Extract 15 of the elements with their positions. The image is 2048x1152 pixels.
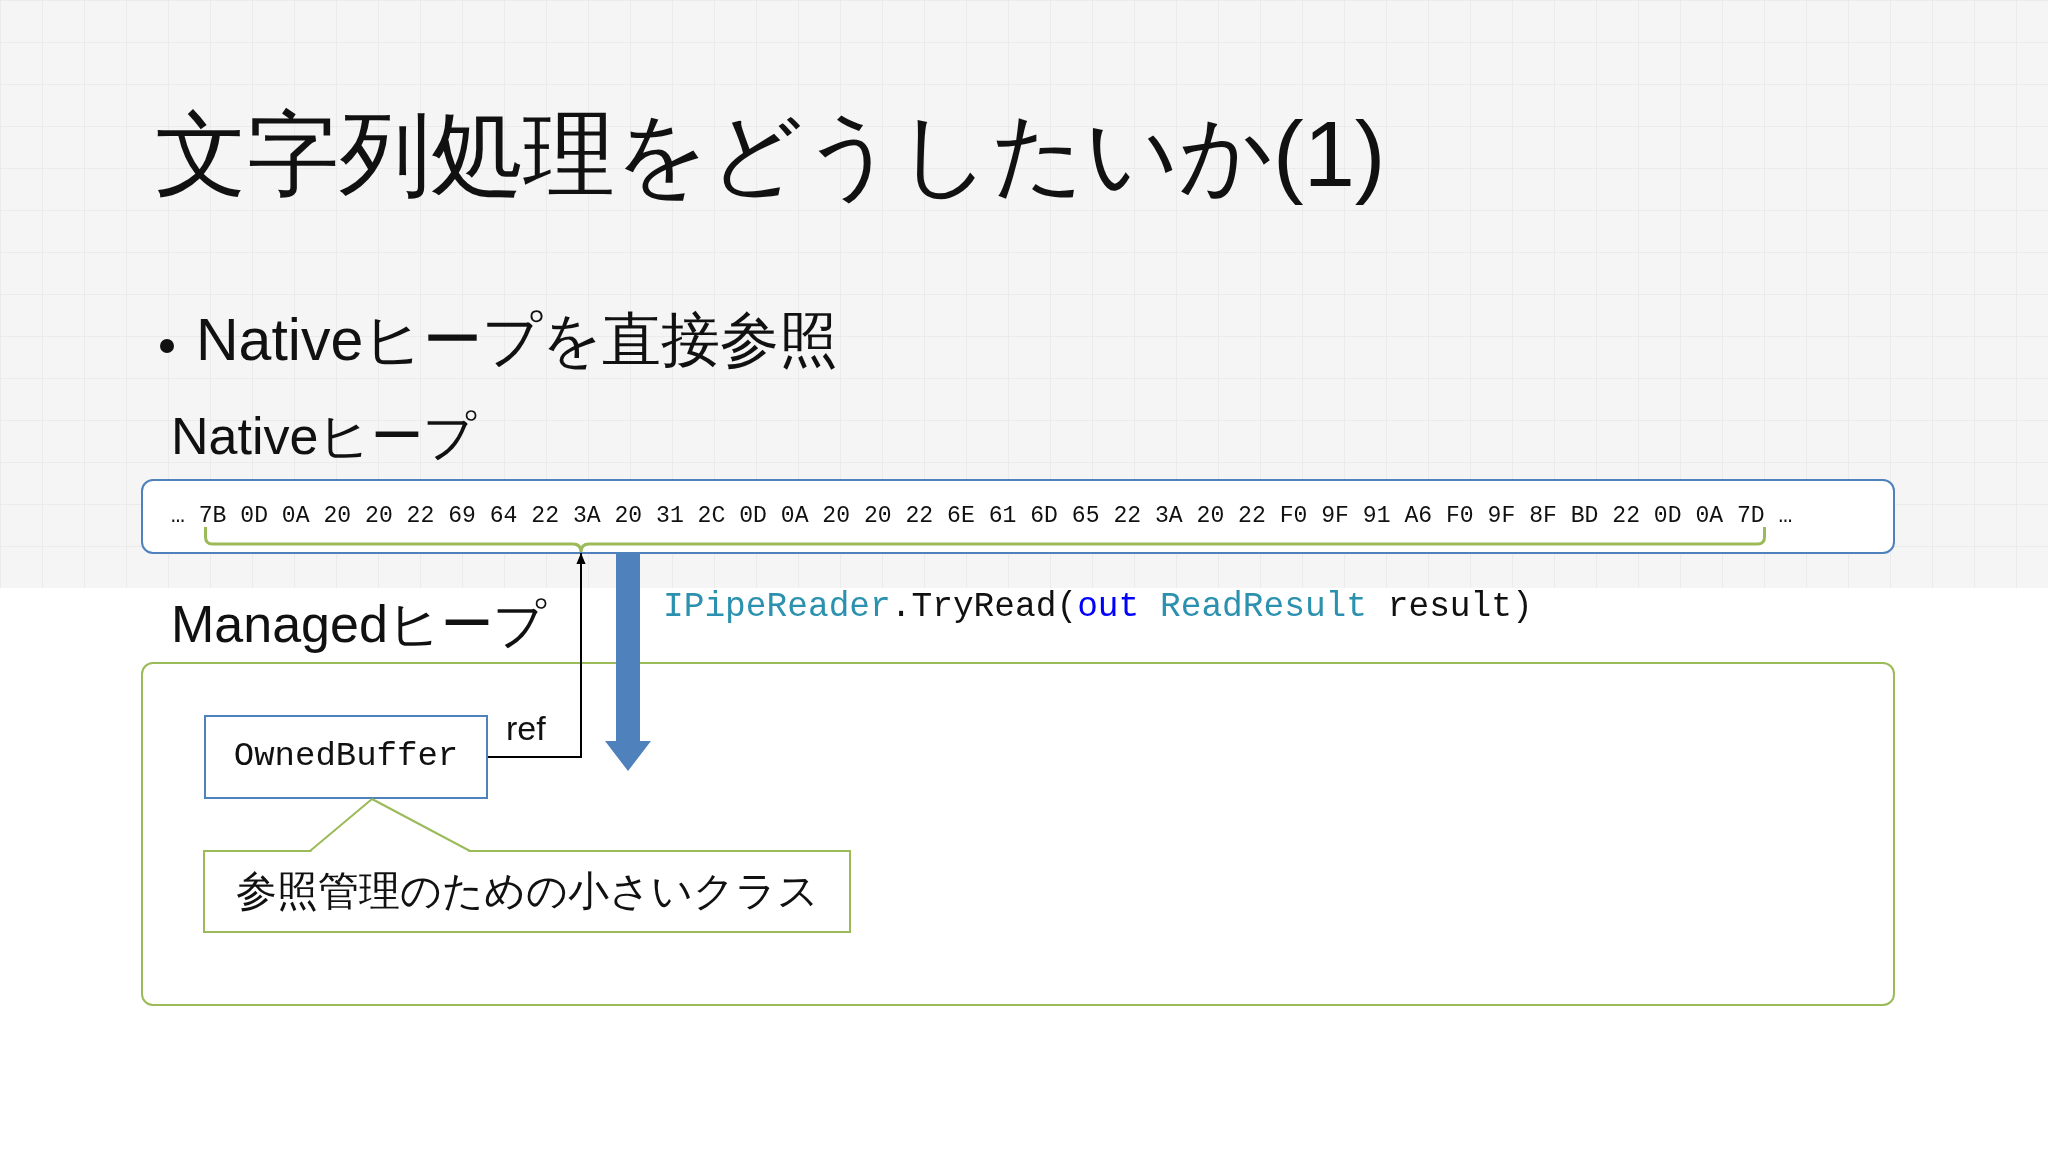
edge-label: ref xyxy=(506,709,546,749)
bullet-text: Nativeヒープを直接参照 xyxy=(196,307,839,375)
panel-heading: Nativeヒープ xyxy=(171,407,477,467)
panel-heading: Managedヒープ xyxy=(171,595,546,655)
callout-box xyxy=(203,850,851,933)
hex-byte-row: … 7B 0D 0A 20 20 22 69 64 22 3A 20 31 2C 0D 0A 20 20 22 6E 61 6D 65 22 3A 20 22 F0 9F 91 A6 F0 9F 8F BD 22 0D 0A 7D … xyxy=(171,503,1793,530)
arrow xyxy=(487,552,586,758)
slide-title: 文字列処理をどうしたいか(1) xyxy=(155,104,1386,206)
class-box xyxy=(204,715,488,799)
class-name: OwnedBuffer xyxy=(233,737,459,777)
bracket xyxy=(204,527,1766,553)
callout-text: 参照管理のための小さいクラス xyxy=(235,867,819,916)
callout-pointer xyxy=(309,798,471,852)
block-arrow xyxy=(605,554,651,771)
code-label: IPipeReader.TryRead(out ReadResult result) xyxy=(663,587,1533,627)
